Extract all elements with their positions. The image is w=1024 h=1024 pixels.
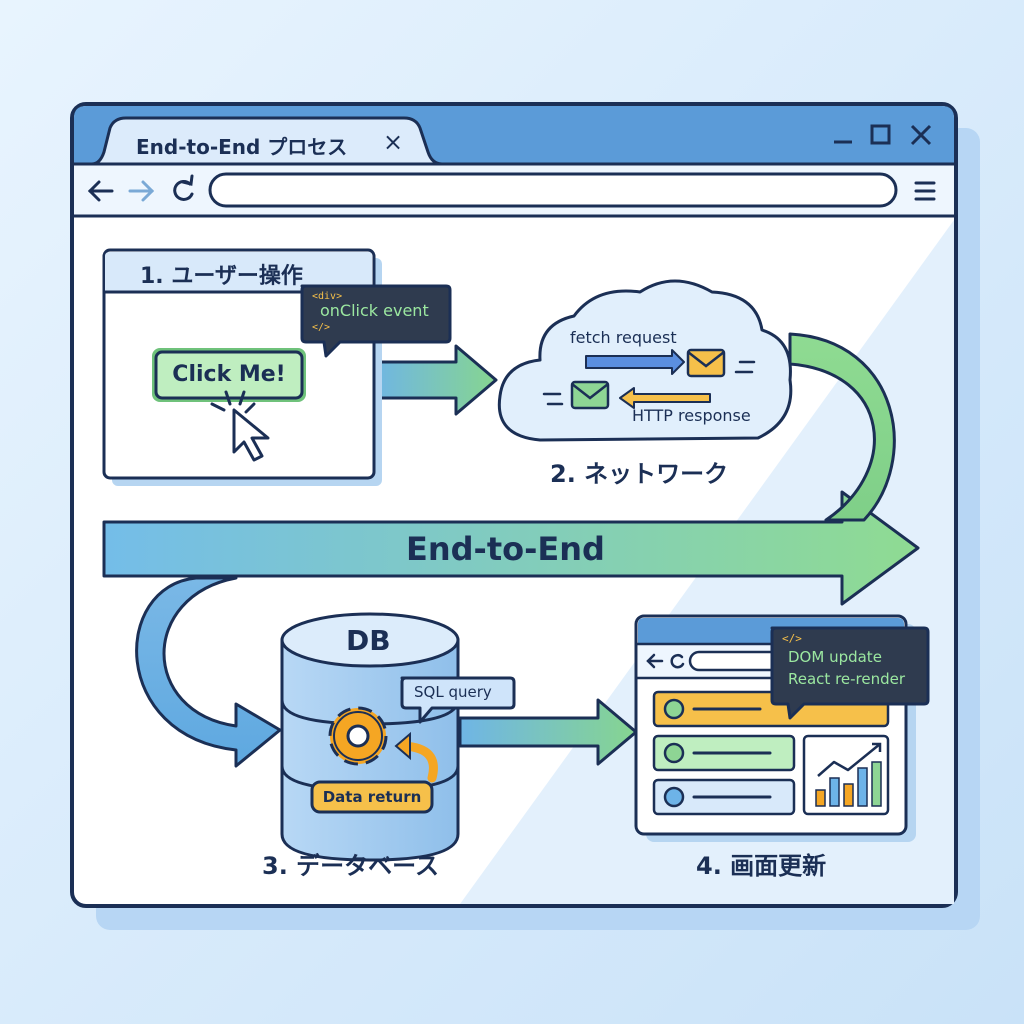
arrow-user-to-network [370, 344, 498, 416]
click-me-button[interactable]: Click Me! [172, 362, 286, 387]
back-arrow-icon[interactable] [87, 180, 114, 202]
click-burst-icon [210, 390, 256, 414]
step-database-title: 3. データベース [262, 852, 439, 880]
curved-arrow-network-to-flow [788, 332, 896, 522]
reload-icon[interactable] [173, 174, 194, 201]
step-user-title: 1. ユーザー操作 [140, 264, 303, 289]
hamburger-menu-icon[interactable] [914, 181, 936, 201]
mouse-cursor-icon [232, 408, 270, 462]
maximize-icon[interactable] [870, 124, 891, 145]
click-me-button-shape [152, 348, 306, 402]
response-envelope-icon [570, 380, 610, 410]
screen-code-tag: </> [782, 632, 802, 645]
step-network-title: 2. ネットワーク [550, 460, 729, 488]
data-return-label: Data return [322, 788, 422, 806]
react-rerender-text: React re-render [788, 670, 906, 688]
dom-update-text: DOM update [788, 648, 882, 666]
request-envelope-icon [686, 348, 726, 378]
fetch-request-label: fetch request [570, 328, 677, 347]
code-tag-close: </> [312, 322, 331, 333]
return-arrow-icon [394, 731, 438, 783]
db-label: DB [346, 624, 391, 657]
arrow-db-to-screen [458, 698, 638, 766]
sql-query-label: SQL query [414, 683, 492, 701]
close-icon[interactable] [910, 124, 932, 146]
code-tag-open: <div> [312, 291, 343, 302]
onclick-code-bubble [300, 284, 452, 358]
screen-row-green [652, 734, 796, 772]
http-response-label: HTTP response [632, 406, 751, 425]
motion-lines-icon [542, 360, 756, 406]
gear-icon [328, 706, 388, 766]
step-screen-title: 4. 画面更新 [696, 852, 827, 880]
forward-arrow-icon[interactable] [128, 180, 155, 202]
tab[interactable] [91, 116, 443, 166]
response-arrow [619, 387, 711, 409]
curved-arrow-flow-to-db [135, 576, 282, 768]
sql-query-bubble [400, 676, 516, 724]
data-return-badge [310, 780, 434, 814]
tab-close-icon[interactable]: × [383, 128, 404, 156]
screen-row-blue [652, 778, 796, 816]
tab-title[interactable]: End-to-End プロセス [136, 135, 348, 159]
request-arrow [585, 349, 685, 375]
address-input[interactable] [224, 178, 878, 204]
main-flow-label: End-to-End [406, 530, 605, 568]
dom-update-code-bubble [770, 626, 930, 720]
bar-chart-icon [802, 734, 890, 816]
onclick-event-text: onClick event [320, 301, 429, 320]
